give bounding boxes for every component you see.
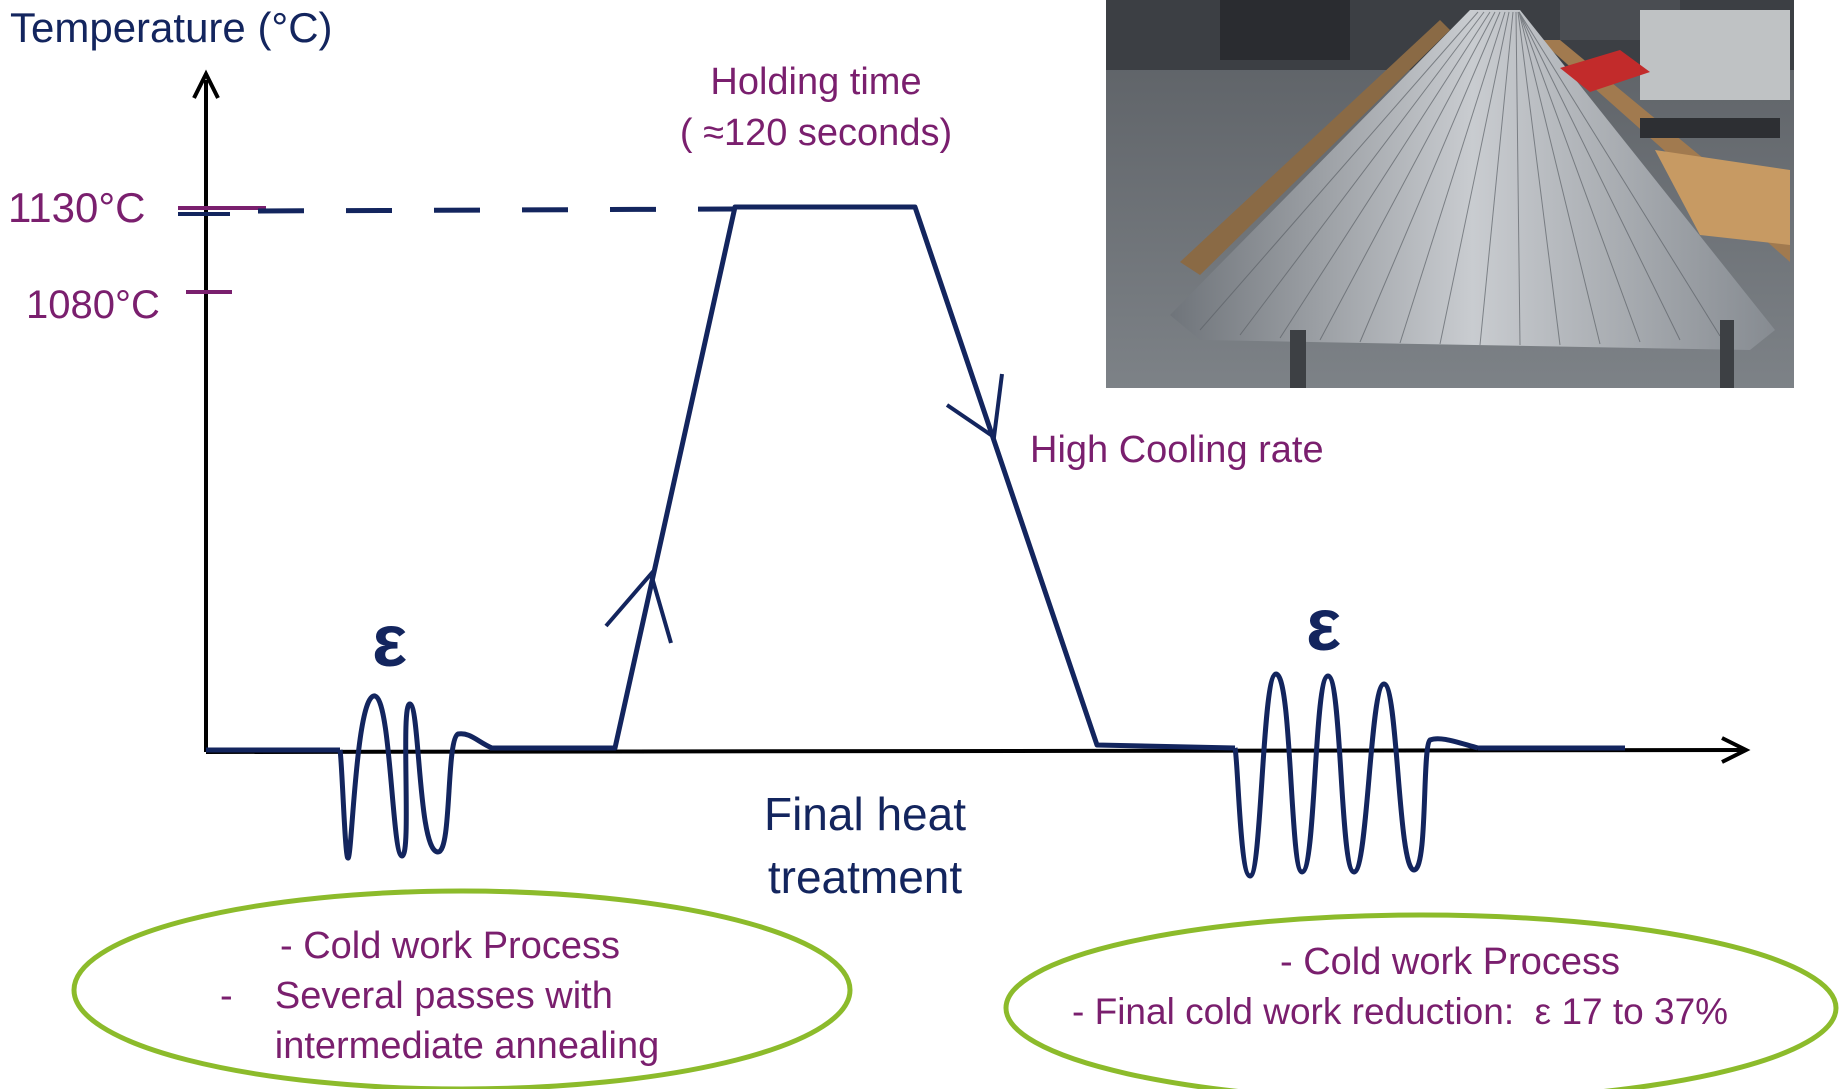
left-note-ellipse — [71, 888, 853, 1089]
epsilon-left: ε — [372, 599, 407, 682]
holding-time-value: ( ≈120 seconds) — [680, 112, 952, 154]
cooling-arrow — [945, 373, 1004, 441]
final-heat-label: Final heat — [764, 788, 966, 840]
y-axis-title: Temperature (°C) — [10, 4, 333, 51]
cooling-rate-label: High Cooling rate — [1030, 429, 1324, 471]
heating-arrow — [604, 569, 673, 644]
temperature-profile-mid — [490, 204, 1236, 751]
right-note-ellipse — [1003, 912, 1839, 1089]
holding-time-label: Holding time — [710, 61, 921, 103]
oscillation-right — [1232, 671, 1479, 879]
right-note-line2: - Final cold work reduction: ε 17 to 37% — [1072, 991, 1728, 1032]
oscillation-left — [337, 693, 494, 861]
tick-label-1130: 1130°C — [8, 184, 145, 231]
left-note-line2: - Several passes with — [220, 975, 613, 1017]
reference-dashed-line — [257, 206, 736, 214]
left-note-line1: - Cold work Process — [280, 925, 620, 967]
left-note-line3: intermediate annealing — [275, 1025, 660, 1067]
final-heat-label-2: treatment — [768, 851, 963, 903]
tubes-photo — [1106, 0, 1794, 388]
epsilon-right: ε — [1306, 583, 1341, 666]
tick-1130 — [178, 206, 266, 216]
right-note-line1: - Cold work Process — [1280, 941, 1620, 983]
y-axis — [192, 69, 220, 752]
tick-label-1080: 1080°C — [26, 283, 160, 327]
